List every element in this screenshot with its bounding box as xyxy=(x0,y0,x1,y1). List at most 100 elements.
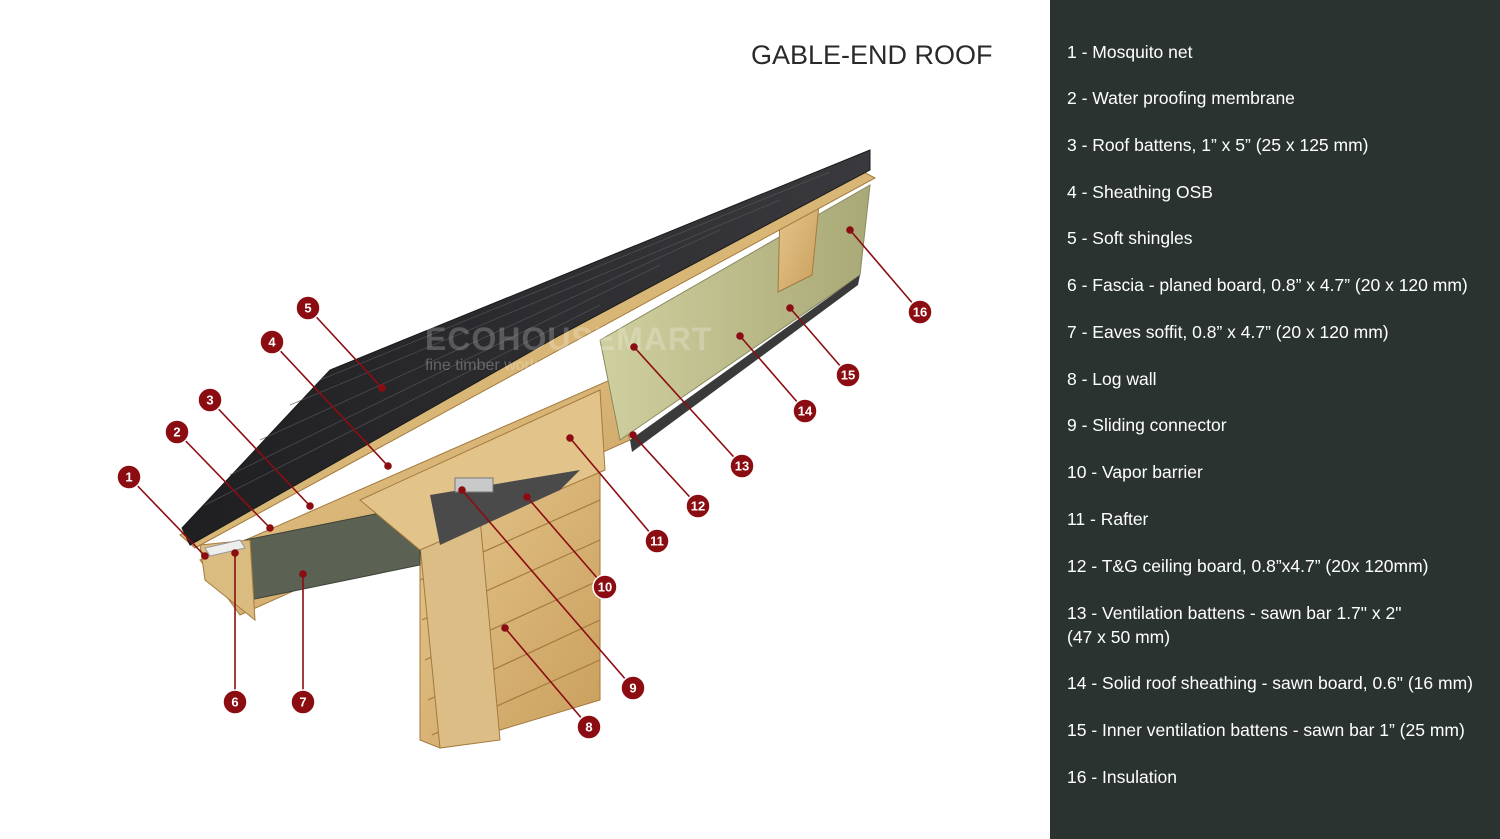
callout-circle-12 xyxy=(685,493,711,519)
shingle-surface: ECOHOUSEMART fine timber works xyxy=(181,149,871,546)
callout-circle-11 xyxy=(644,528,670,554)
diagram-title: GABLE-END ROOF xyxy=(751,40,993,70)
rafter-structure xyxy=(199,379,631,616)
callout-circle-16 xyxy=(907,299,933,325)
callout-number-6: 6 xyxy=(231,695,238,710)
callout-marker-11: 11 xyxy=(644,528,670,554)
leader-line-9 xyxy=(461,489,634,689)
callout-circle-3 xyxy=(197,387,223,413)
diagram-area: GABLE-END ROOF xyxy=(116,40,993,749)
callout-circle-15 xyxy=(835,362,861,388)
leader-line-3 xyxy=(209,399,311,507)
callout-circle-7 xyxy=(290,689,316,715)
callout-circle-5 xyxy=(295,295,321,321)
callout-marker-3: 3 xyxy=(197,387,223,413)
leader-endpoint-13 xyxy=(630,343,638,351)
callout-number-1: 1 xyxy=(125,470,132,485)
callout-number-11: 11 xyxy=(650,534,664,549)
legend-item-3: 3 - Roof battens, 1” x 5” (25 x 125 mm) xyxy=(1067,135,1369,155)
legend-item-16: 16 - Insulation xyxy=(1067,767,1177,787)
leader-endpoint-16 xyxy=(846,226,854,234)
legend-item-6: 6 - Fascia - planed board, 0.8” x 4.7” (… xyxy=(1067,275,1468,295)
leader-line-8 xyxy=(504,627,590,728)
callout-number-5: 5 xyxy=(304,301,311,316)
legend-item-9: 9 - Sliding connector xyxy=(1067,415,1227,435)
leader-endpoint-12 xyxy=(629,431,637,439)
leader-endpoint-1 xyxy=(201,552,209,560)
eave-section xyxy=(199,539,256,622)
leader-line-11 xyxy=(569,437,658,542)
leader-line-13 xyxy=(633,346,743,467)
callout-marker-10: 10 xyxy=(592,574,618,600)
callout-marker-8: 8 xyxy=(576,714,602,740)
callout-number-13: 13 xyxy=(735,459,749,474)
leader-endpoint-2 xyxy=(266,524,274,532)
callout-circle-13 xyxy=(729,453,755,479)
callout-number-2: 2 xyxy=(173,425,180,440)
legend-panel: 1 - Mosquito net 2 - Water proofing membr… xyxy=(1050,0,1500,839)
leader-endpoint-15 xyxy=(786,304,794,312)
legend-item-2: 2 - Water proofing membrane xyxy=(1067,88,1295,108)
callout-number-14: 14 xyxy=(798,404,813,419)
callout-number-4: 4 xyxy=(268,335,276,350)
callout-marker-12: 12 xyxy=(685,493,711,519)
legend-item-1: 1 - Mosquito net xyxy=(1067,42,1193,62)
leader-endpoint-10 xyxy=(523,493,531,501)
callout-marker-4: 4 xyxy=(259,329,285,355)
callout-number-7: 7 xyxy=(299,695,306,710)
legend-item-12: 12 - T&G ceiling board, 0.8”x4.7” (20x 1… xyxy=(1067,556,1429,576)
callout-number-9: 9 xyxy=(629,681,636,696)
callout-marker-1: 1 xyxy=(116,464,142,490)
leader-line-4 xyxy=(271,341,389,467)
leader-endpoint-8 xyxy=(501,624,509,632)
leader-endpoint-3 xyxy=(306,502,314,510)
leader-endpoint-6 xyxy=(231,549,239,557)
legend-item-5: 5 - Soft shingles xyxy=(1067,228,1193,248)
callout-marker-5: 5 xyxy=(295,295,321,321)
leader-line-14 xyxy=(739,335,806,412)
leader-endpoint-9 xyxy=(458,486,466,494)
leader-lines xyxy=(128,226,921,728)
callout-circle-6 xyxy=(222,689,248,715)
leader-endpoint-11 xyxy=(566,434,574,442)
callout-number-15: 15 xyxy=(841,368,855,383)
legend-item-13: 13 - Ventilation battens - sawn bar 1.7"… xyxy=(1067,603,1402,647)
leader-line-2 xyxy=(176,431,271,529)
callout-marker-14: 14 xyxy=(792,398,818,424)
callout-circle-2 xyxy=(164,419,190,445)
leader-line-15 xyxy=(789,307,849,376)
leader-endpoint-4 xyxy=(384,462,392,470)
callout-marker-16: 16 xyxy=(907,299,933,325)
leader-endpoint-5 xyxy=(378,384,386,392)
legend-item-15: 15 - Inner ventilation battens - sawn ba… xyxy=(1067,720,1465,740)
callout-number-16: 16 xyxy=(913,305,927,320)
legend-item-4: 4 - Sheathing OSB xyxy=(1067,182,1213,202)
callout-circle-9 xyxy=(620,675,646,701)
legend-item-7: 7 - Eaves soffit, 0.8” x 4.7” (20 x 120 … xyxy=(1067,322,1389,342)
leader-line-12 xyxy=(632,434,699,507)
callout-marker-9: 9 xyxy=(620,675,646,701)
leader-line-10 xyxy=(526,496,606,588)
legend-item-8: 8 - Log wall xyxy=(1067,369,1157,389)
legend-item-14: 14 - Solid roof sheathing - sawn board, … xyxy=(1067,673,1473,693)
callout-circle-1 xyxy=(116,464,142,490)
callout-marker-2: 2 xyxy=(164,419,190,445)
leader-line-5 xyxy=(307,307,383,389)
callout-circle-10 xyxy=(592,574,618,600)
leader-endpoint-14 xyxy=(736,332,744,340)
legend-item-11: 11 - Rafter xyxy=(1067,509,1149,529)
callout-marker-13: 13 xyxy=(729,453,755,479)
callout-number-8: 8 xyxy=(585,720,592,735)
watermark-tagline: fine timber works xyxy=(425,357,546,374)
leader-line-16 xyxy=(849,229,921,313)
callout-marker-6: 6 xyxy=(222,689,248,715)
callout-circle-8 xyxy=(576,714,602,740)
leader-endpoint-7 xyxy=(299,570,307,578)
leader-line-1 xyxy=(128,476,206,557)
legend-item-10: 10 - Vapor barrier xyxy=(1067,462,1203,482)
callout-circle-14 xyxy=(792,398,818,424)
watermark-brand: ECOHOUSEMART xyxy=(425,321,713,357)
callout-number-10: 10 xyxy=(598,580,612,595)
